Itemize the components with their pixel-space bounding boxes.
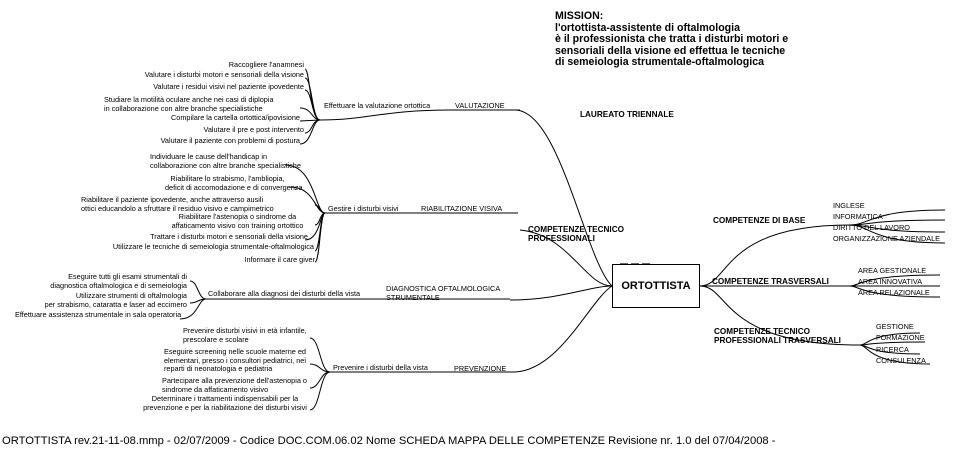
laureato-triennale-label: LAUREATO TRIENNALE <box>580 110 674 119</box>
leaf-valutazione[interactable]: Valutare i disturbi motori e sensoriali … <box>144 70 304 79</box>
leaf-line: Riabilitare il paziente ipovedente, anch… <box>81 195 264 204</box>
node-label: PROFESSIONALI <box>528 234 595 244</box>
mission-line: l'ortottista-assistente di oftalmologia <box>555 21 740 34</box>
leaf-valutazione[interactable]: Studiare la motilità oculare anche nei c… <box>104 95 274 113</box>
leaf-line: per strabismo, cataratta e laser ad ecci… <box>44 299 187 309</box>
leaf-line: reparti di neonatologia e pediatria <box>164 364 273 374</box>
leaf-line: diagnostica oftalmologica e di semeiolog… <box>50 280 187 290</box>
node-label: STRUMENTALE <box>386 292 440 302</box>
leaf-riabilitazione[interactable]: Individuare le cause dell'handicap in co… <box>150 152 301 170</box>
node-label: PROFESSIONALI TRASVERSALI <box>714 336 841 346</box>
leaf-riabilitazione[interactable]: Utilizzare le tecniche di semeiologia st… <box>112 242 314 251</box>
leaf-line: elementari, presso i consultori pediatri… <box>164 355 306 365</box>
node-label: COMPETENZE TECNICO <box>714 327 810 336</box>
node-competenze-di-base[interactable]: COMPETENZE DI BASE <box>713 216 806 225</box>
node-diagnostica-oftalmologica-strumentale[interactable]: DIAGNOSTICA OFTALMOLOGICA STRUMENTALE <box>386 284 501 302</box>
leaf-line: Studiare la motilità oculare anche nei c… <box>104 95 274 104</box>
leaf-riabilitazione[interactable]: Riabilitare il paziente ipovedente, anch… <box>81 195 274 213</box>
leaf-valutazione[interactable]: Compilare la cartella ortottica/ipovisio… <box>171 113 300 122</box>
node-prevenzione[interactable]: PREVENZIONE <box>454 364 507 373</box>
leaf-formazione[interactable]: FORMAZIONE <box>876 333 925 342</box>
leaf-line: collaborazione con altre branche special… <box>150 160 301 170</box>
leaf-line: prescolare e scolare <box>183 334 249 344</box>
leaf-informatica[interactable]: INFORMATICA <box>833 212 883 221</box>
leaf-line: Determinare i trattamenti indispensabili… <box>151 394 299 403</box>
root-node-label: ORTOTTISTA <box>621 280 691 292</box>
leaf-line: ottici educandolo a sfruttare il residuo… <box>81 203 274 213</box>
mission-line: di semeiologia strumentale-oftalmologica <box>555 56 764 69</box>
node-effettuare-valutazione[interactable]: Effettuare la valutazione ortottica <box>324 101 431 110</box>
leaf-riabilitazione[interactable]: Informare il care giver <box>244 255 315 264</box>
leaf-valutazione[interactable]: Valutare il pre e post intervento <box>203 125 304 134</box>
leaf-diagnostica[interactable]: Utilizzare strumenti di oftalmologia per… <box>44 291 187 309</box>
node-competenze-tecnico-professionali[interactable]: COMPETENZE TECNICO PROFESSIONALI <box>528 225 624 244</box>
leaf-diagnostica[interactable]: Effettuare assistenza strumentale in sal… <box>15 310 182 319</box>
node-competenze-trasversali[interactable]: COMPETENZE TRASVERSALI <box>712 277 829 286</box>
leaf-line: Riabilitare lo strabismo, l'ambliopia, <box>170 174 285 183</box>
leaf-ricerca[interactable]: RICERCA <box>876 345 909 354</box>
node-gestire-disturbi-visivi[interactable]: Gestire i disturbi visivi <box>328 204 399 213</box>
leaf-line: deficit di accomodazione e di convergenz… <box>165 182 303 192</box>
leaf-riabilitazione[interactable]: Riabilitare lo strabismo, l'ambliopia, d… <box>165 174 303 192</box>
document-footer: ORTOTTISTA rev.21-11-08.mmp - 02/07/2009… <box>2 435 776 447</box>
leaf-valutazione[interactable]: Raccogliere l'anamnesi <box>228 60 304 69</box>
leaf-line: Eseguire tutti gli esami strumentali di <box>68 272 187 281</box>
leaf-prevenzione[interactable]: Prevenire disturbi visivi in età infanti… <box>183 326 307 344</box>
root-node-ortottista[interactable]: ORTOTTISTA <box>612 264 700 308</box>
leaf-line: Utilizzare strumenti di oftalmologia <box>75 291 187 300</box>
mission-line: è il professionista che tratta i disturb… <box>555 33 789 46</box>
leaf-line: Partecipare alla prevenzione dell'asteno… <box>162 376 307 385</box>
leaf-organizzazione-aziendale[interactable]: ORGANIZZAZIONE AZIENDALE <box>833 234 941 243</box>
leaf-prevenzione[interactable]: Determinare i trattamenti indispensabili… <box>140 394 310 412</box>
node-competenze-tecnico-professionali-trasversali[interactable]: COMPETENZE TECNICO PROFESSIONALI TRASVER… <box>714 327 841 346</box>
leaf-riabilitazione[interactable]: Trattare i disturbi motori e sensoriali … <box>150 232 308 241</box>
leaf-consulenza[interactable]: CONSULENZA <box>876 356 926 365</box>
leaf-valutazione[interactable]: Valutare i residui visivi nel paziente i… <box>153 82 304 91</box>
node-label: COMPETENZE TECNICO <box>528 225 624 234</box>
leaf-area-relazionale[interactable]: AREA RELAZIONALE <box>858 288 930 297</box>
leaf-gestione[interactable]: GESTIONE <box>876 322 914 331</box>
leaf-line: sindrome da affaticamento visivo <box>162 384 269 394</box>
leaf-line: Eseguire screening nelle scuole materne … <box>164 347 306 356</box>
mission-statement: MISSION: l'ortottista-assistente di ofta… <box>555 10 789 69</box>
leaf-diritto-del-lavoro[interactable]: DIRITTO DEL LAVORO <box>833 223 910 232</box>
node-valutazione[interactable]: VALUTAZIONE <box>455 101 505 110</box>
mission-line: sensoriali della visione ed effettua le … <box>555 44 786 57</box>
leaf-valutazione[interactable]: Valutare il paziente con problemi di pos… <box>160 136 300 145</box>
node-collaborare-diagnosi[interactable]: Collaborare alla diagnosi dei disturbi d… <box>208 289 361 298</box>
leaf-prevenzione[interactable]: Eseguire screening nelle scuole materne … <box>164 347 306 374</box>
leaf-diagnostica[interactable]: Eseguire tutti gli esami strumentali di … <box>50 272 187 290</box>
node-riabilitazione-visiva[interactable]: RIABILITAZIONE VISIVA <box>421 204 503 213</box>
leaf-line: Riabilitare l'astenopia o sindrome da <box>178 212 297 221</box>
leaf-area-innovativa[interactable]: AREA INNOVATIVA <box>858 277 923 286</box>
leaf-riabilitazione[interactable]: Riabilitare l'astenopia o sindrome da af… <box>170 212 305 230</box>
node-prevenire-disturbi-vista[interactable]: Prevenire i disturbi della vista <box>333 363 428 372</box>
leaf-area-gestionale[interactable]: AREA GESTIONALE <box>858 266 927 275</box>
mission-title: MISSION: <box>555 10 604 22</box>
leaf-prevenzione[interactable]: Partecipare alla prevenzione dell'asteno… <box>162 376 307 394</box>
leaf-line: affaticamento visivo con training ortott… <box>171 220 304 230</box>
leaf-line: Individuare le cause dell'handicap in <box>150 152 268 161</box>
leaf-line: in collaborazione con altre branche spec… <box>104 103 263 113</box>
leaf-line: Prevenire disturbi visivi in età infanti… <box>183 326 307 335</box>
node-label: DIAGNOSTICA OFTALMOLOGICA <box>386 284 501 293</box>
leaf-line: prevenzione e per la riabilitazione dei … <box>143 402 307 412</box>
leaf-inglese[interactable]: INGLESE <box>833 201 865 210</box>
